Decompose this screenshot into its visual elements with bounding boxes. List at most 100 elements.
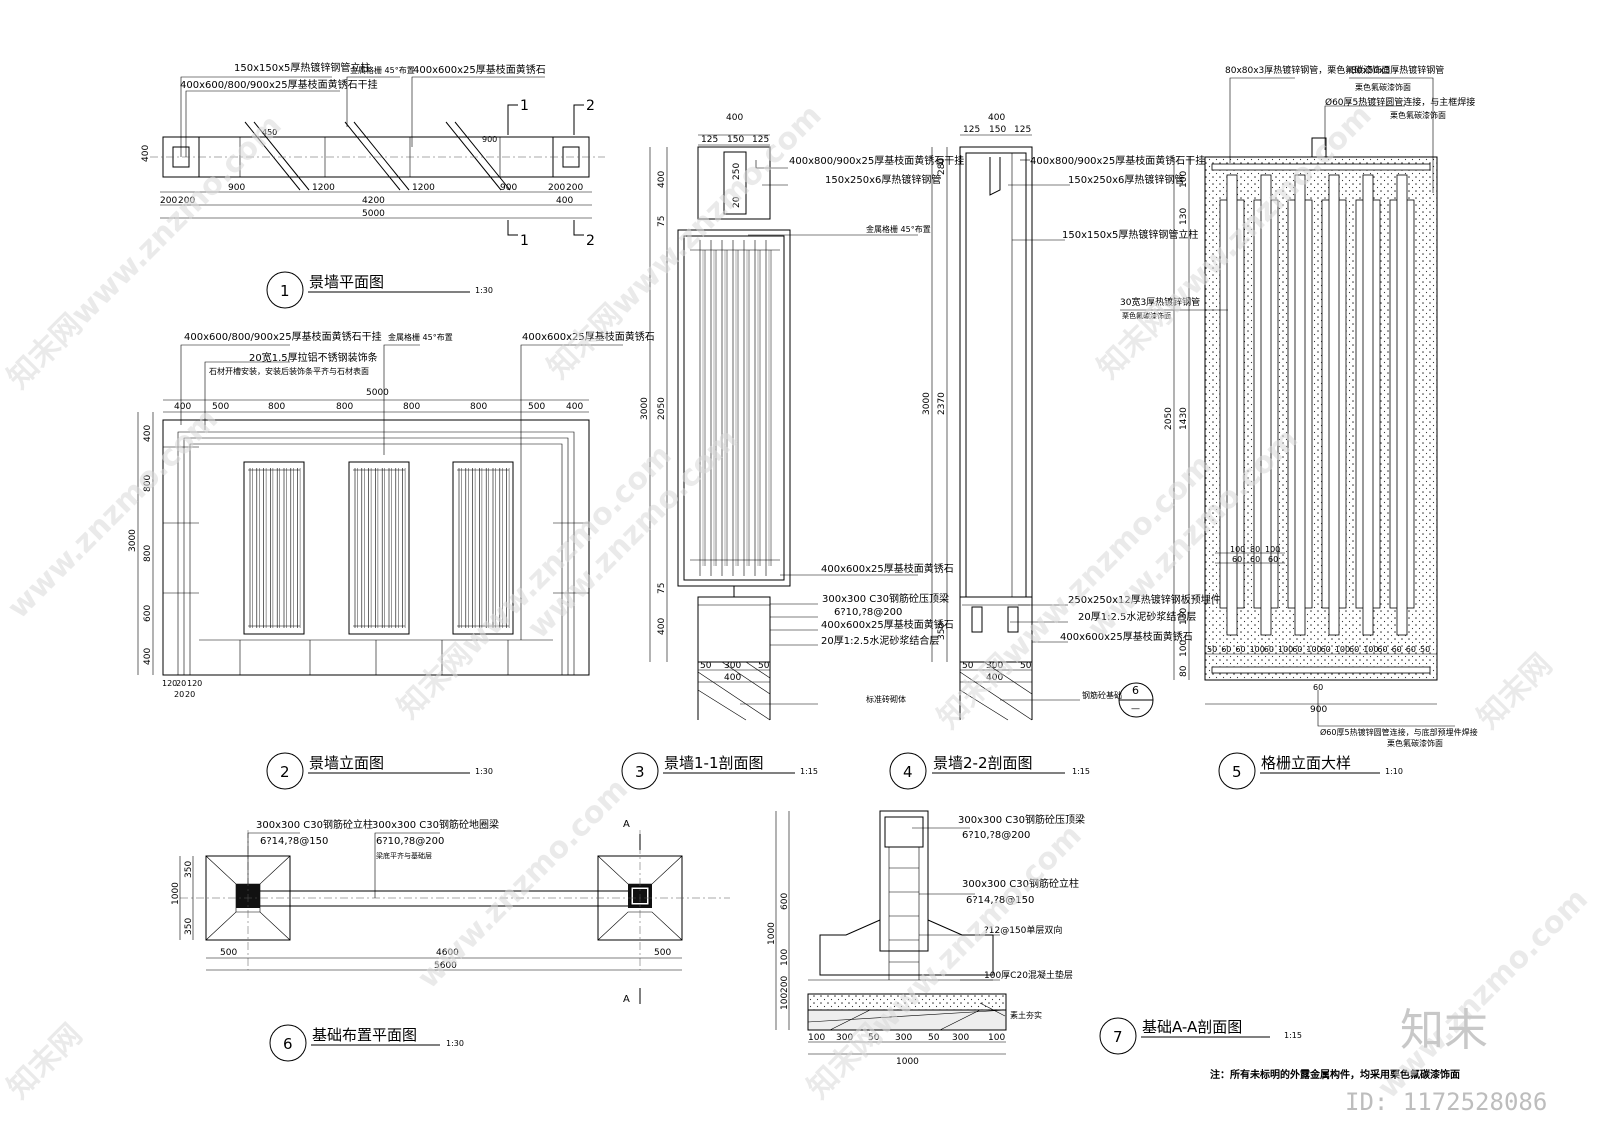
fp-dim-left-1: 350 (184, 861, 194, 878)
grille-dim-60: 60 (1313, 683, 1323, 692)
brand-logo: 知末 (1400, 1005, 1488, 1056)
fs-dim-b8: 1000 (896, 1057, 919, 1067)
grille-dim-left-7: 80 (1179, 665, 1189, 677)
plan-dim-200c: 200 (548, 183, 565, 193)
elev-dim-top-2: 500 (212, 402, 229, 412)
fs-note-5: ?12@150单层双向 (984, 924, 1062, 936)
elev-dim-top-8: 400 (566, 402, 583, 412)
grille-bottom-dim: 50 (1207, 645, 1217, 654)
fp-sec-mark-top: A (623, 819, 630, 830)
sec1-dim-left-2: 75 (657, 216, 667, 227)
elev-dim-b2: 20 (176, 679, 186, 688)
grille-dim-mid-4: 60 (1232, 555, 1242, 564)
elev-note-3: 石材开槽安装，安装后装饰条平齐与石材表面 (209, 366, 369, 376)
plan-dim-4200: 4200 (362, 196, 385, 206)
sec2-dim-b3: 50 (1020, 661, 1032, 671)
scale-3: 1:15 (800, 767, 818, 776)
section-2-2-drawing: 400 125 150 125 280 3000 2370 350 50 300… (889, 113, 1221, 790)
grille-bottom-dim: 60 (1392, 645, 1402, 654)
plan-dim-1: 900 (228, 183, 245, 193)
sec1-dim-b4: 400 (724, 673, 741, 683)
sec1-note-4: 400x600x25厚基枝面黄锈石 (821, 562, 954, 575)
watermark-9: 知末网 (1471, 647, 1559, 735)
sec1-dim-b3: 50 (758, 661, 770, 671)
grille-note-2: 80x50x3厚热镀锌钢管 (1351, 64, 1444, 76)
elev-dim-b3: 120 (187, 679, 202, 688)
sec2-note-2: 150x250x6厚热镀锌钢管 (1068, 173, 1184, 186)
elev-dim-left-2: 800 (143, 475, 153, 492)
grille-bottom-dim: 60 (1377, 645, 1387, 654)
fs-dim-b5: 50 (928, 1033, 940, 1043)
sec2-note-3: 150x150x5厚热镀锌钢管立柱 (1062, 228, 1198, 241)
plan-dim-200a: 200 (160, 196, 177, 206)
sec2-dim-b4: 400 (986, 673, 1003, 683)
plan-note-1: 150x150x5厚热镀锌钢管立柱 (234, 61, 370, 74)
sec1-note-1: 400x800/900x25厚基枝面黄锈石干挂 (789, 154, 964, 167)
elev-dim-left-5: 400 (143, 648, 153, 665)
fs-note-4: 6?14,?8@150 (966, 895, 1034, 906)
watermark-6: 知末网www.znzmo.com (931, 448, 1219, 736)
fp-note-2: 6?14,?8@150 (260, 836, 328, 847)
fs-note-7: 素土夯实 (1010, 1010, 1042, 1020)
grille-dim-left-6: 100 (1179, 640, 1189, 657)
title-num-5: 5 (1232, 763, 1242, 781)
elev-dim-top-6: 800 (470, 402, 487, 412)
sec1-dim-b1: 50 (700, 661, 712, 671)
sec1-dim-250: 250 (732, 163, 742, 180)
fs-dim-b2: 300 (836, 1033, 853, 1043)
fs-note-3: 300x300 C30钢筋砼立柱 (962, 877, 1079, 890)
grille-bottom-dim: 100 (1363, 645, 1378, 654)
sec2-ref-dash: — (1131, 704, 1140, 714)
title-6: 基础布置平面图 (312, 1026, 417, 1044)
fp-note-5: 梁底平齐与基础层 (376, 851, 432, 860)
elev-note-4: 金属格栅 45°布置 (388, 332, 453, 342)
scale-5: 1:10 (1385, 767, 1403, 776)
fs-note-1: 300x300 C30钢筋砼压顶梁 (958, 813, 1085, 826)
fp-dim-left-2: 1000 (171, 882, 181, 905)
grille-bar (1226, 174, 1238, 636)
image-id-label: ID: 1172528086 (1345, 1088, 1547, 1116)
watermark-4: 知末网www.znzmo.com (541, 98, 829, 386)
sec1-note-3: 金属格栅 45°布置 (866, 224, 931, 234)
grille-note-bottom-2: 栗色氟碳漆饰面 (1387, 738, 1443, 748)
grille-bottom-dim: 60 (1292, 645, 1302, 654)
grille-bar (1362, 174, 1374, 636)
plan-dim-2: 1200 (312, 183, 335, 193)
elev-dim-b1: 120 (162, 679, 177, 688)
plan-sec-mark-2b: 2 (586, 233, 595, 249)
sec1-dim-b2: 300 (724, 661, 741, 671)
elev-dim-top-5: 800 (403, 402, 420, 412)
grille-dim-left-5: 130 (1179, 608, 1189, 625)
fs-dim-b3: 50 (868, 1033, 880, 1043)
sec2-dim-left-3: 2370 (937, 392, 947, 415)
grille-dim-mid-2: 80 (1250, 545, 1260, 554)
elev-dim-b4: 20 (174, 690, 184, 699)
scale-1: 1:30 (475, 286, 493, 295)
sec1-dim-top-3: 125 (752, 135, 769, 145)
grille-bar (1211, 163, 1431, 171)
fs-note-2: 6?10,?8@200 (962, 830, 1030, 841)
elev-note-1: 400x600/800/900x25厚基枝面黄锈石干挂 (184, 330, 382, 343)
sec2-note-6: 400x600x25厚基枝面黄锈石 (1060, 630, 1193, 643)
plan-note-4: 400x600x25厚基枝面黄锈石 (413, 63, 546, 76)
title-num-6: 6 (283, 1035, 293, 1053)
watermark-12: 知末网 (1, 1017, 89, 1105)
scale-7: 1:15 (1284, 1031, 1302, 1040)
title-num-3: 3 (635, 763, 645, 781)
fs-dim-left-3: 100 (780, 949, 790, 966)
fp-note-3: 300x300 C30钢筋砼地圈梁 (372, 818, 499, 831)
grille-bottom-dim: 50 (1420, 645, 1430, 654)
fp-sec-mark-bottom: A (623, 994, 630, 1005)
title-5: 格栅立面大样 (1261, 754, 1351, 772)
sec2-dim-left-2: 3000 (922, 392, 932, 415)
sec2-dim-top-2: 150 (989, 125, 1006, 135)
section-1-grille-slats (690, 240, 780, 576)
sec1-dim-left-5: 75 (657, 583, 667, 594)
fs-dim-b6: 300 (952, 1033, 969, 1043)
grille-bar (1211, 666, 1431, 674)
foundation-section-drawing: 600 1000 100 200 100 100 300 50 300 50 3… (767, 810, 1302, 1067)
title-2: 景墙立面图 (309, 754, 384, 772)
plan-sec-mark-2a: 2 (586, 98, 595, 114)
